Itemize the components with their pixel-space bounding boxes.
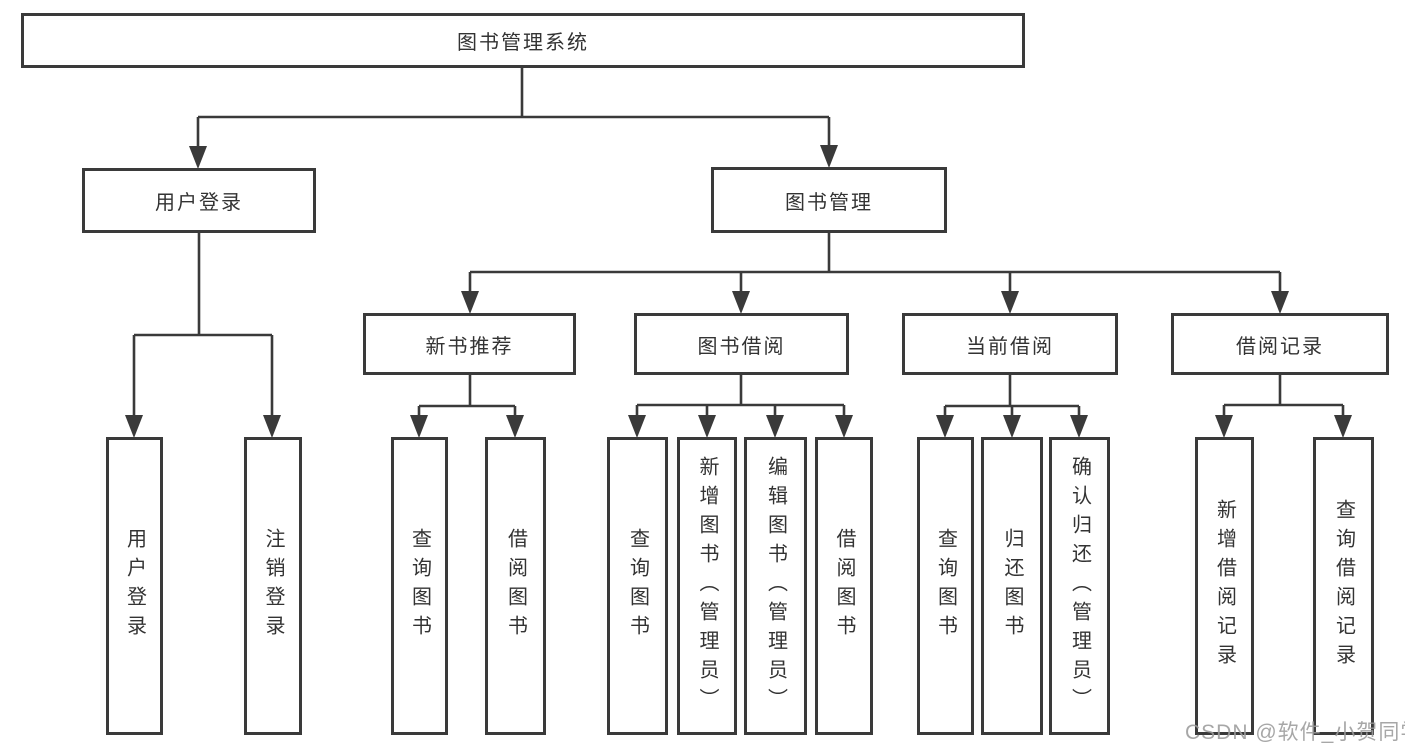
- leaf-records-query-record-label: 查询借阅记录: [1332, 499, 1355, 673]
- node-current-borrow: 当前借阅: [902, 313, 1118, 375]
- node-book-borrow: 图书借阅: [634, 313, 849, 375]
- leaf-rec-query-book-label: 查询图书: [408, 528, 431, 644]
- node-book-borrow-label: 图书借阅: [697, 335, 786, 358]
- leaf-borrow-query-book-label: 查询图书: [626, 528, 649, 644]
- node-library-system: 图书管理系统: [21, 13, 1025, 68]
- leaf-user-login-label: 用户登录: [123, 528, 146, 644]
- leaf-rec-query-book: 查询图书: [391, 437, 448, 735]
- leaf-borrow-borrow-book: 借阅图书: [815, 437, 873, 735]
- leaf-borrow-query-book: 查询图书: [607, 437, 668, 735]
- node-book-management-label: 图书管理: [785, 191, 873, 214]
- leaf-records-add-record-label: 新增借阅记录: [1213, 499, 1236, 673]
- node-current-borrow-label: 当前借阅: [966, 335, 1054, 358]
- leaf-rec-borrow-book: 借阅图书: [485, 437, 546, 735]
- leaf-current-confirm-return-label: 确认归还（管理员）: [1068, 455, 1091, 717]
- leaf-current-query-book-label: 查询图书: [934, 528, 957, 644]
- leaf-current-return-book-label: 归还图书: [1001, 528, 1023, 644]
- node-borrow-records-label: 借阅记录: [1236, 335, 1324, 358]
- node-user-login: 用户登录: [82, 168, 316, 233]
- leaf-user-login: 用户登录: [106, 437, 163, 735]
- leaf-rec-borrow-book-label: 借阅图书: [504, 528, 527, 644]
- connector-lines: [132, 68, 1345, 430]
- leaf-borrow-edit-book: 编辑图书（管理员）: [744, 437, 807, 735]
- node-new-book-recommend-label: 新书推荐: [425, 335, 514, 358]
- node-book-management: 图书管理: [711, 167, 947, 233]
- leaf-borrow-edit-book-label: 编辑图书（管理员）: [764, 455, 787, 717]
- leaf-records-query-record: 查询借阅记录: [1313, 437, 1374, 735]
- leaf-borrow-add-book: 新增图书（管理员）: [677, 437, 737, 735]
- node-new-book-recommend: 新书推荐: [363, 313, 576, 375]
- arrowheads: [125, 145, 1352, 438]
- leaf-borrow-borrow-book-label: 借阅图书: [833, 528, 855, 644]
- leaf-records-add-record: 新增借阅记录: [1195, 437, 1254, 735]
- leaf-logout: 注销登录: [244, 437, 302, 735]
- node-borrow-records: 借阅记录: [1171, 313, 1389, 375]
- leaf-logout-label: 注销登录: [262, 528, 284, 644]
- csdn-watermark: CSDN @软件_小贺同学: [1185, 721, 1405, 744]
- leaf-current-confirm-return: 确认归还（管理员）: [1049, 437, 1110, 735]
- leaf-current-return-book: 归还图书: [981, 437, 1043, 735]
- node-user-login-label: 用户登录: [155, 192, 243, 214]
- leaf-current-query-book: 查询图书: [917, 437, 974, 735]
- node-library-system-label: 图书管理系统: [457, 32, 589, 54]
- leaf-borrow-add-book-label: 新增图书（管理员）: [696, 455, 718, 717]
